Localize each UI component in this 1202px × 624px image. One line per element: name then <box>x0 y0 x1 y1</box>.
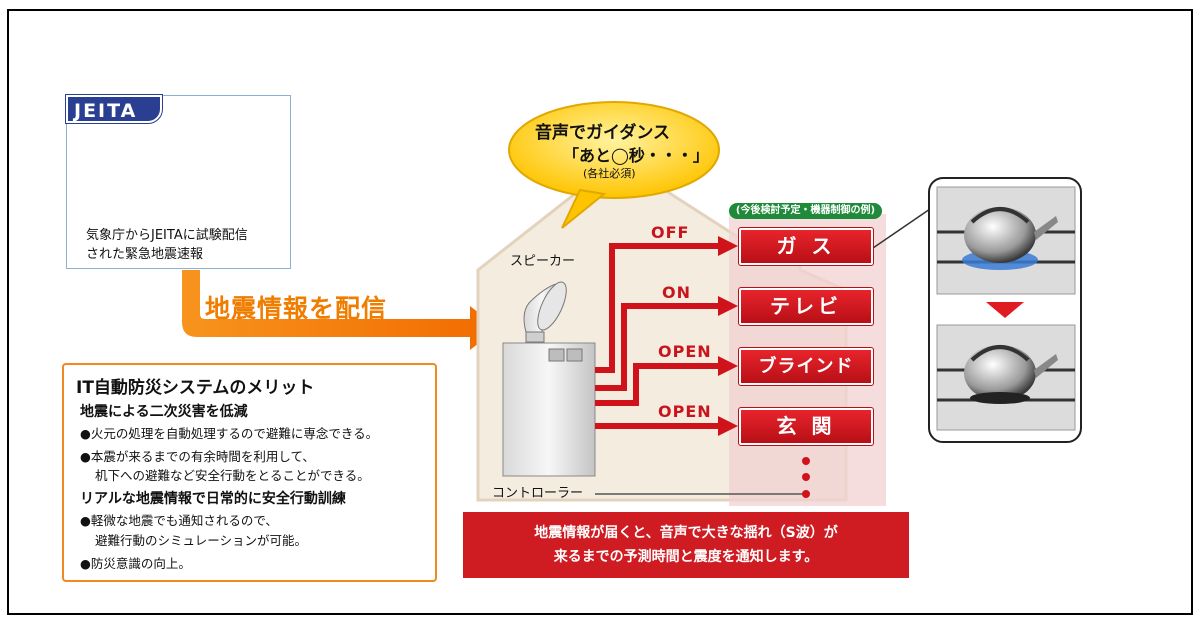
signal-arrows <box>595 243 806 495</box>
kettle-panel <box>928 177 1082 443</box>
signal-blind: OPEN <box>658 342 712 361</box>
jeita-desc-line2: された緊急地震速報 <box>86 247 204 262</box>
merit-section2-bullet2: ●防災意識の向上。 <box>80 556 191 571</box>
speaker-icon <box>523 281 567 343</box>
merit-box <box>62 363 437 582</box>
merit-section2-bullet1-line2: 避難行動のシミュレーションが可能。 <box>95 533 308 548</box>
device-entrance: 玄 関 <box>738 407 874 446</box>
jeita-source-box <box>66 95 291 269</box>
jeita-logo-tag: JEITA <box>65 94 163 124</box>
notice-banner: 地震情報が届くと、音声で大きな揺れ（S波）が 来るまでの予測時間と震度を通知しま… <box>463 512 909 578</box>
controller-label: コントローラー <box>492 486 584 501</box>
signal-gas: OFF <box>651 223 690 242</box>
merit-section1-bullet2-line2: 机下への避難など安全行動をとることができる。 <box>95 468 370 483</box>
controller-icon <box>502 342 596 477</box>
merit-title: IT自動防災システムのメリット <box>76 378 315 398</box>
bubble-line1: 音声でガイダンス <box>535 123 670 143</box>
distribute-label: 地震情報を配信 <box>205 294 388 323</box>
device-tv: テレビ <box>738 287 874 326</box>
control-example-tag: (今後検討予定・機器制御の例) <box>729 203 882 219</box>
bubble-line3: (各社必須) <box>583 167 636 180</box>
jeita-desc-line1: 気象庁からJEITAに試験配信 <box>86 228 248 243</box>
merit-section1-bullet1: ●火元の処理を自動処理するので避難に専念できる。 <box>80 426 379 441</box>
jeita-description: 気象庁からJEITAに試験配信 された緊急地震速報 <box>86 226 248 264</box>
merit-section2-heading: リアルな地震情報で日常的に安全行動訓練 <box>80 491 346 507</box>
distribute-arrow <box>182 270 498 350</box>
more-devices-dots <box>802 457 810 498</box>
signal-arrowheads <box>718 236 738 436</box>
device-blind: ブラインド <box>738 347 874 386</box>
signal-entrance: OPEN <box>658 402 712 421</box>
notice-line1: 地震情報が届くと、音声で大きな揺れ（S波）が <box>534 525 838 541</box>
speaker-label: スピーカー <box>510 254 576 269</box>
bubble-line2: 「あと◯秒・・・」 <box>563 146 709 165</box>
merit-section1-heading: 地震による二次災害を低減 <box>80 404 248 420</box>
device-gas: ガ ス <box>738 227 874 266</box>
speech-bubble <box>508 101 720 229</box>
merit-section2-bullet1-line1: ●軽微な地震でも通知されるので、 <box>80 513 278 528</box>
merit-section1-bullet2-line1: ●本震が来るまでの有余時間を利用して、 <box>80 449 315 464</box>
callout-line <box>872 208 931 249</box>
notice-line2: 来るまでの予測時間と震度を通知します。 <box>553 549 819 565</box>
signal-tv: ON <box>662 283 691 302</box>
